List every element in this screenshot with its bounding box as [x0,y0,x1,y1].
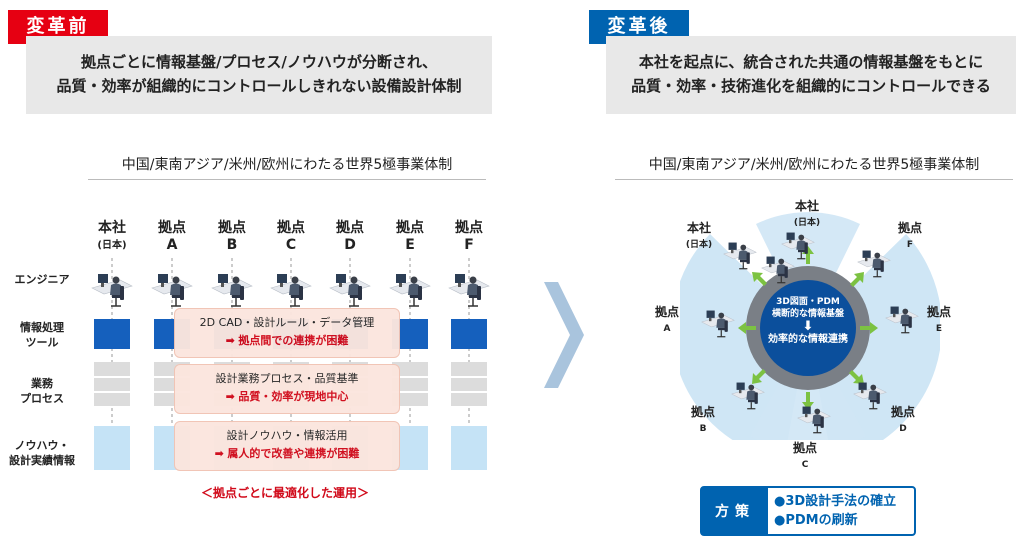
measure-item: ●3D設計手法の確立 [774,494,897,509]
engineer-desk-icon [700,304,736,340]
node-hq-top: 本社(日本) [793,199,821,228]
right-arrow-icon: ➡ [225,334,235,347]
down-arrow-icon: ⬇ [802,319,814,334]
engineer-desk-icon [328,266,372,310]
measure-label: 方策 [715,504,755,520]
process-block [451,362,487,406]
hub-label: 3D図面・PDM 横断的な情報基盤 ⬇ 効率的な情報連携 [760,296,856,346]
after-subtitle: 中国/東南アジア/米州/欧州にわたる世界5極事業体制 [615,154,1013,180]
measure-box: 方策 ●3D設計手法の確立 ●PDMの刷新 [700,486,916,536]
knowhow-block [94,426,130,470]
engineer-desk-icon [90,266,134,310]
engineer-desk-icon [722,236,758,272]
engineer-desk-icon [760,250,796,286]
engineer-desk-icon [856,244,892,280]
engineer-desk-icon [884,300,920,336]
measure-item: ●PDMの刷新 [774,513,858,528]
right-arrow-icon: ➡ [225,390,235,403]
row-label-knowhow: ノウハウ・設計実績情報 [9,439,75,467]
overlay-tools: 2D CAD・設計ルール・データ管理 ➡ 拠点間での連携が困難 [174,308,400,358]
overlay-process: 設計業務プロセス・品質基準 ➡ 品質・効率が現地中心 [174,364,400,414]
after-headline: 本社を起点に、統合された共通の情報基盤をもとに 品質・効率・技術進化を組織的にコ… [606,36,1016,114]
engineer-desk-icon [150,266,194,310]
row-label-engineer: エンジニア [14,273,70,286]
engineer-desk-icon [852,376,888,412]
engineer-desk-icon [780,226,816,262]
engineer-desk-icon [388,266,432,310]
right-arrow-icon: ➡ [214,447,224,460]
overlay-knowhow: 設計ノウハウ・情報活用 ➡ 属人的で改善や連携が困難 [174,421,400,471]
engineer-desk-icon [730,376,766,412]
column-header-hq: 本社(日本) [97,220,127,251]
tool-block [94,319,130,349]
node-hq-left: 本社(日本) [685,221,713,250]
tool-block [451,319,487,349]
before-subtitle: 中国/東南アジア/米州/欧州にわたる世界5極事業体制 [88,154,486,180]
engineer-desk-icon [447,266,491,310]
knowhow-block [451,426,487,470]
engineer-desk-icon [210,266,254,310]
before-headline: 拠点ごとに情報基盤/プロセス/ノウハウが分断され、 品質・効率が組織的にコントロ… [26,36,492,114]
chevron-right-icon [544,282,584,388]
before-note: ＜拠点ごとに最適化した運用＞ [200,486,369,500]
engineer-desk-icon [796,400,832,436]
row-label-tools: 情報処理ツール [20,321,64,349]
row-label-process: 業務プロセス [20,377,64,405]
process-block [94,362,130,406]
engineer-desk-icon [269,266,313,310]
hub-diagram [680,212,940,440]
